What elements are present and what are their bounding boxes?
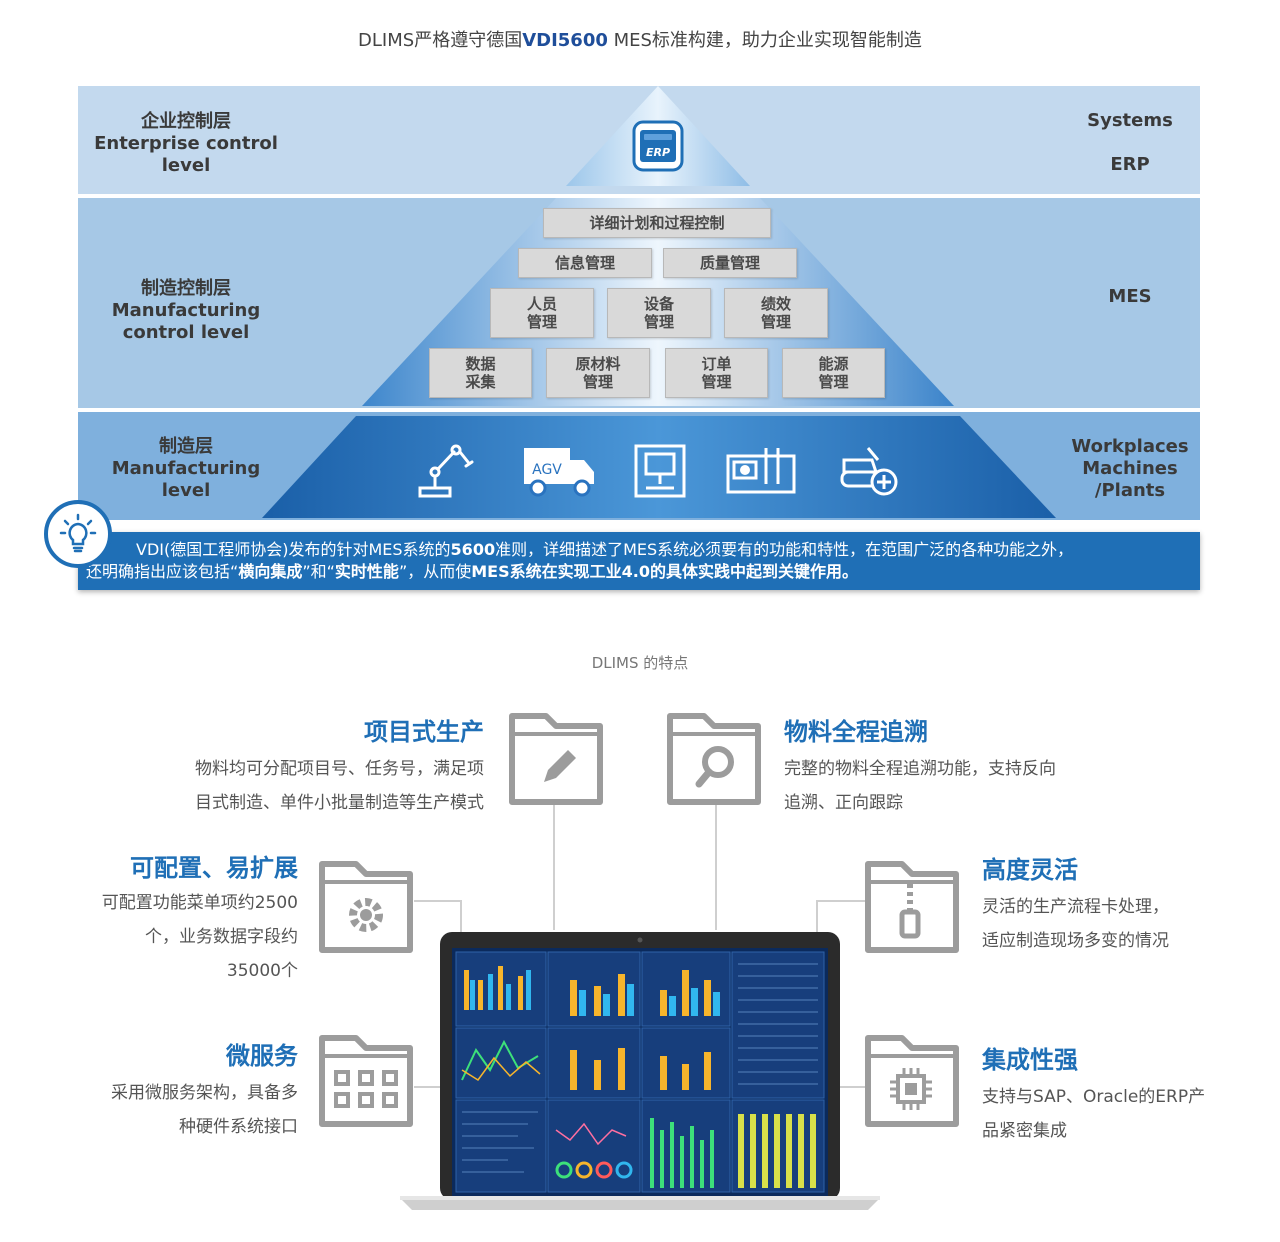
module-performance-mgmt: 绩效管理	[724, 288, 828, 338]
magnifier-folder-icon	[667, 713, 761, 805]
module-information-mgmt: 信息管理	[518, 248, 652, 278]
module-data-collection: 数据采集	[429, 348, 532, 398]
lathe-machine-icon	[726, 448, 796, 494]
feature-desc-flexible: 灵活的生产流程卡处理，适应制造现场多变的情况	[982, 897, 1169, 951]
erp-label: ERP	[1110, 154, 1150, 175]
agv-label: AGV	[532, 462, 562, 478]
module-material-mgmt: 原材料管理	[546, 348, 650, 398]
chip-folder-icon	[865, 1035, 959, 1127]
pencil-folder-icon	[509, 713, 603, 805]
add-machine-icon	[840, 447, 898, 496]
feature-desc-integration: 支持与SAP、Oracle的ERP产品紧密集成	[982, 1087, 1206, 1141]
module-equipment-mgmt: 设备管理	[607, 288, 711, 338]
module-detailed-planning: 详细计划和过程控制	[543, 208, 771, 238]
lightbulb-icon	[44, 500, 112, 568]
feature-title-project-production: 项目式生产	[364, 718, 484, 746]
connector-line	[414, 1086, 442, 1088]
feature-title-flexible: 高度灵活	[982, 856, 1078, 884]
connector-line	[816, 900, 818, 932]
agv-truck-icon: AGV	[524, 448, 594, 497]
grid-folder-icon	[319, 1035, 413, 1127]
robot-arm-icon	[418, 444, 474, 498]
module-order-mgmt: 订单管理	[665, 348, 768, 398]
cnc-machine-icon	[634, 444, 686, 498]
module-energy-mgmt: 能源管理	[782, 348, 885, 398]
connector-line	[460, 900, 462, 932]
feature-title-traceability: 物料全程追溯	[784, 718, 928, 746]
module-quality-mgmt: 质量管理	[663, 248, 797, 278]
connector-line	[816, 900, 866, 902]
features-title: DLIMS 的特点	[591, 654, 689, 672]
erp-server-icon: ERP	[632, 120, 684, 172]
laptop-dashboard-image	[400, 932, 880, 1210]
feature-title-configurable: 可配置、易扩展	[130, 854, 298, 882]
vdi-note-banner: VDI(德国工程师协会)发布的针对MES系统的5600准则，详细描述了MES系统…	[78, 532, 1200, 590]
erp-icon-label: ERP	[646, 146, 670, 159]
feature-desc-microservice: 采用微服务架构，具备多种硬件系统接口	[111, 1083, 298, 1137]
feature-title-integration: 集成性强	[982, 1046, 1078, 1074]
mes-label: MES	[1108, 286, 1152, 307]
connector-line	[414, 900, 462, 902]
feature-desc-traceability: 完整的物料全程追溯功能，支持反向追溯、正向跟踪	[784, 759, 1056, 813]
gear-folder-icon	[319, 861, 413, 953]
header-title: DLIMS严格遵守德国VDI5600 MES标准构建，助力企业实现智能制造	[358, 30, 922, 51]
feature-desc-project-production: 物料均可分配项目号、任务号，满足项目式制造、单件小批量制造等生产模式	[195, 759, 484, 813]
systems-label: Systems	[1087, 110, 1173, 131]
connector-line	[553, 804, 555, 930]
feature-title-microservice: 微服务	[226, 1042, 298, 1070]
zipper-folder-icon	[865, 861, 959, 953]
module-personnel-mgmt: 人员管理	[490, 288, 594, 338]
connector-line	[715, 804, 717, 930]
connector-line	[838, 1086, 866, 1088]
